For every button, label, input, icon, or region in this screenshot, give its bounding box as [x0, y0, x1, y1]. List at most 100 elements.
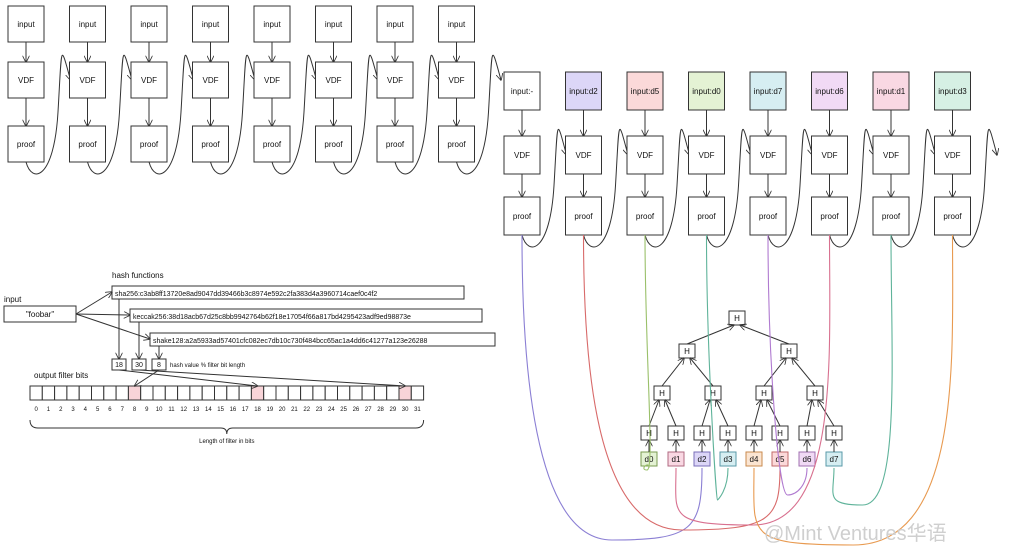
- merkle-h1-2-label: H: [699, 429, 705, 438]
- merkle-h1-6-label: H: [804, 429, 810, 438]
- bit-label-21: 21: [291, 407, 298, 413]
- bit-cell-7: [115, 385, 129, 401]
- top-proof-label-0: proof: [17, 140, 36, 149]
- top-vdf-label-3: VDF: [203, 76, 219, 85]
- top-vdf-label-6: VDF: [387, 76, 403, 85]
- top-vdf-label-5: VDF: [326, 76, 342, 85]
- bottom-vdf-box-5: [811, 135, 848, 175]
- top-proof-label-4: proof: [263, 140, 282, 149]
- bit-label-2: 2: [59, 407, 63, 413]
- bit-label-19: 19: [267, 407, 274, 413]
- bit-label-24: 24: [328, 407, 335, 413]
- bit-label-18: 18: [254, 407, 261, 413]
- watermark: @Mint Ventures华语: [764, 522, 947, 545]
- merkle-arrow-l2a-0: [648, 400, 659, 427]
- merkle-arrow-root-b: [740, 325, 790, 345]
- bit-label-31: 31: [414, 407, 421, 413]
- bit-cell-6: [103, 385, 117, 401]
- leaf-label-7: d7: [830, 455, 839, 464]
- bloom-input-value: "foobar": [26, 310, 55, 319]
- bottom-input-label-6: input:d1: [877, 87, 906, 96]
- bit-label-23: 23: [316, 407, 323, 413]
- bottom-vdf-label-2: VDF: [637, 151, 653, 160]
- bit-label-25: 25: [340, 407, 347, 413]
- mod-value-0: 18: [115, 362, 123, 369]
- bottom-input-label-4: input:d7: [754, 87, 783, 96]
- hash-arrow-2: [75, 313, 150, 339]
- merkle-root-label: H: [734, 314, 740, 323]
- bit-cell-21: [287, 385, 302, 401]
- top-proof-box-1: [69, 125, 106, 163]
- bit-label-13: 13: [193, 407, 200, 413]
- leaf-label-2: d2: [698, 455, 707, 464]
- bottom-vdf-box-6: [872, 135, 910, 175]
- bit-cell-10: [152, 385, 166, 401]
- set-bit-arrow-0: [118, 369, 258, 386]
- bottom-proof-box-6: [872, 196, 910, 236]
- top-proof-label-7: proof: [447, 140, 466, 149]
- bit-cell-24: [324, 385, 339, 401]
- bit-cell-14: [201, 385, 215, 401]
- bottom-proof-label-4: proof: [759, 212, 778, 221]
- top-input-box-0: [7, 5, 45, 43]
- bottom-proof-box-5: [811, 196, 848, 236]
- bit-label-6: 6: [108, 407, 112, 413]
- bit-cell-13: [189, 385, 203, 401]
- bit-cell-27: [361, 385, 375, 401]
- merkle-arrow-root-a: [686, 325, 734, 345]
- bit-cell-30: [398, 385, 412, 401]
- bit-label-29: 29: [390, 407, 397, 413]
- bloom-filter: input"foobar"hash functionssha256:c3ab8f…: [3, 271, 496, 445]
- bit-label-11: 11: [168, 407, 175, 413]
- vdf-chain-top: inputVDFproofinputVDFproofinputVDFproofi…: [7, 5, 501, 175]
- merkle-root: [728, 310, 746, 326]
- bottom-chain-curve-0: [521, 129, 567, 248]
- bit-cell-22: [300, 385, 314, 401]
- merkle-arrow-l2b-1: [716, 400, 729, 427]
- bottom-input-box-5: [811, 71, 848, 111]
- merkle-arrow-l2a-1: [701, 400, 710, 427]
- top-vdf-box-1: [69, 61, 106, 99]
- merkle-arrow-l3b-1: [792, 358, 816, 387]
- bottom-chain-curve-6: [890, 129, 936, 248]
- bit-cell-3: [66, 385, 80, 401]
- bottom-proof-box-0: [503, 196, 541, 236]
- bottom-vdf-label-1: VDF: [576, 151, 592, 160]
- merkle-arrow-l3b-0: [690, 358, 714, 387]
- merkle-arrow-l3a-0: [661, 358, 684, 387]
- top-vdf-label-1: VDF: [80, 76, 96, 85]
- hash-arrow-0: [75, 292, 112, 315]
- bottom-chain-curve-1: [583, 129, 629, 248]
- bottom-vdf-box-1: [565, 135, 602, 175]
- bottom-chain-curve-2: [644, 129, 690, 248]
- top-vdf-box-2: [130, 61, 168, 99]
- bit-label-27: 27: [365, 407, 372, 413]
- top-input-label-4: input: [263, 20, 281, 29]
- top-proof-label-3: proof: [201, 140, 220, 149]
- top-input-label-1: input: [79, 20, 97, 29]
- top-input-box-2: [130, 5, 168, 43]
- bit-cell-17: [238, 385, 252, 401]
- hash-value-2: shake128:a2a5933ad57401cfc082ec7db10c730…: [153, 338, 428, 345]
- bottom-input-label-5: input:d6: [815, 87, 844, 96]
- top-vdf-label-2: VDF: [141, 76, 157, 85]
- bit-label-9: 9: [145, 407, 149, 413]
- bit-cell-12: [177, 385, 191, 401]
- bit-cell-11: [164, 385, 179, 401]
- top-input-label-3: input: [202, 20, 220, 29]
- proof-link-0: [521, 234, 703, 541]
- bottom-input-box-0: [503, 71, 541, 111]
- bit-cell-2: [54, 385, 68, 401]
- bit-label-8: 8: [133, 407, 137, 413]
- top-vdf-box-6: [376, 61, 414, 99]
- leaf-label-3: d3: [724, 455, 733, 464]
- bottom-proof-label-3: proof: [697, 212, 716, 221]
- bit-label-16: 16: [230, 407, 237, 413]
- merkle-h1-1-label: H: [673, 429, 679, 438]
- top-chain-curve-2: [148, 54, 194, 175]
- bottom-vdf-box-4: [749, 135, 787, 175]
- bit-label-3: 3: [71, 407, 75, 413]
- bottom-input-box-1: [565, 71, 602, 111]
